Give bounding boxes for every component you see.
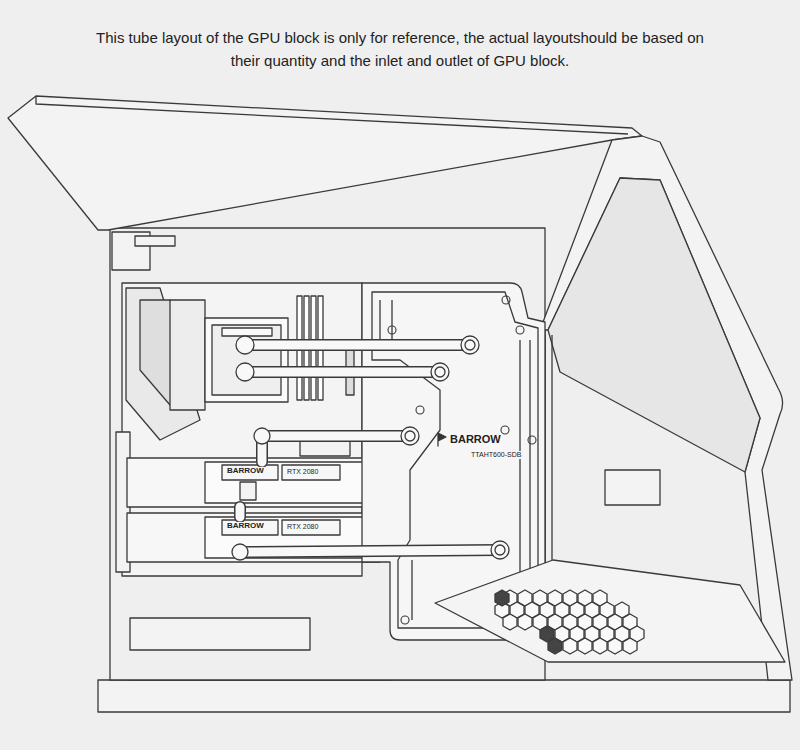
brand-logo: BARROW — [449, 433, 502, 445]
brand-logo: BARROW — [226, 467, 265, 476]
gpu-model: RTX 2080 — [286, 468, 319, 476]
model-number: TTAHT600-SDB — [470, 451, 522, 459]
gpu-model: RTX 2080 — [286, 523, 319, 531]
brand-logo: BARROW — [226, 522, 265, 531]
heading-note: This tube layout of the GPU block is onl… — [90, 26, 710, 72]
